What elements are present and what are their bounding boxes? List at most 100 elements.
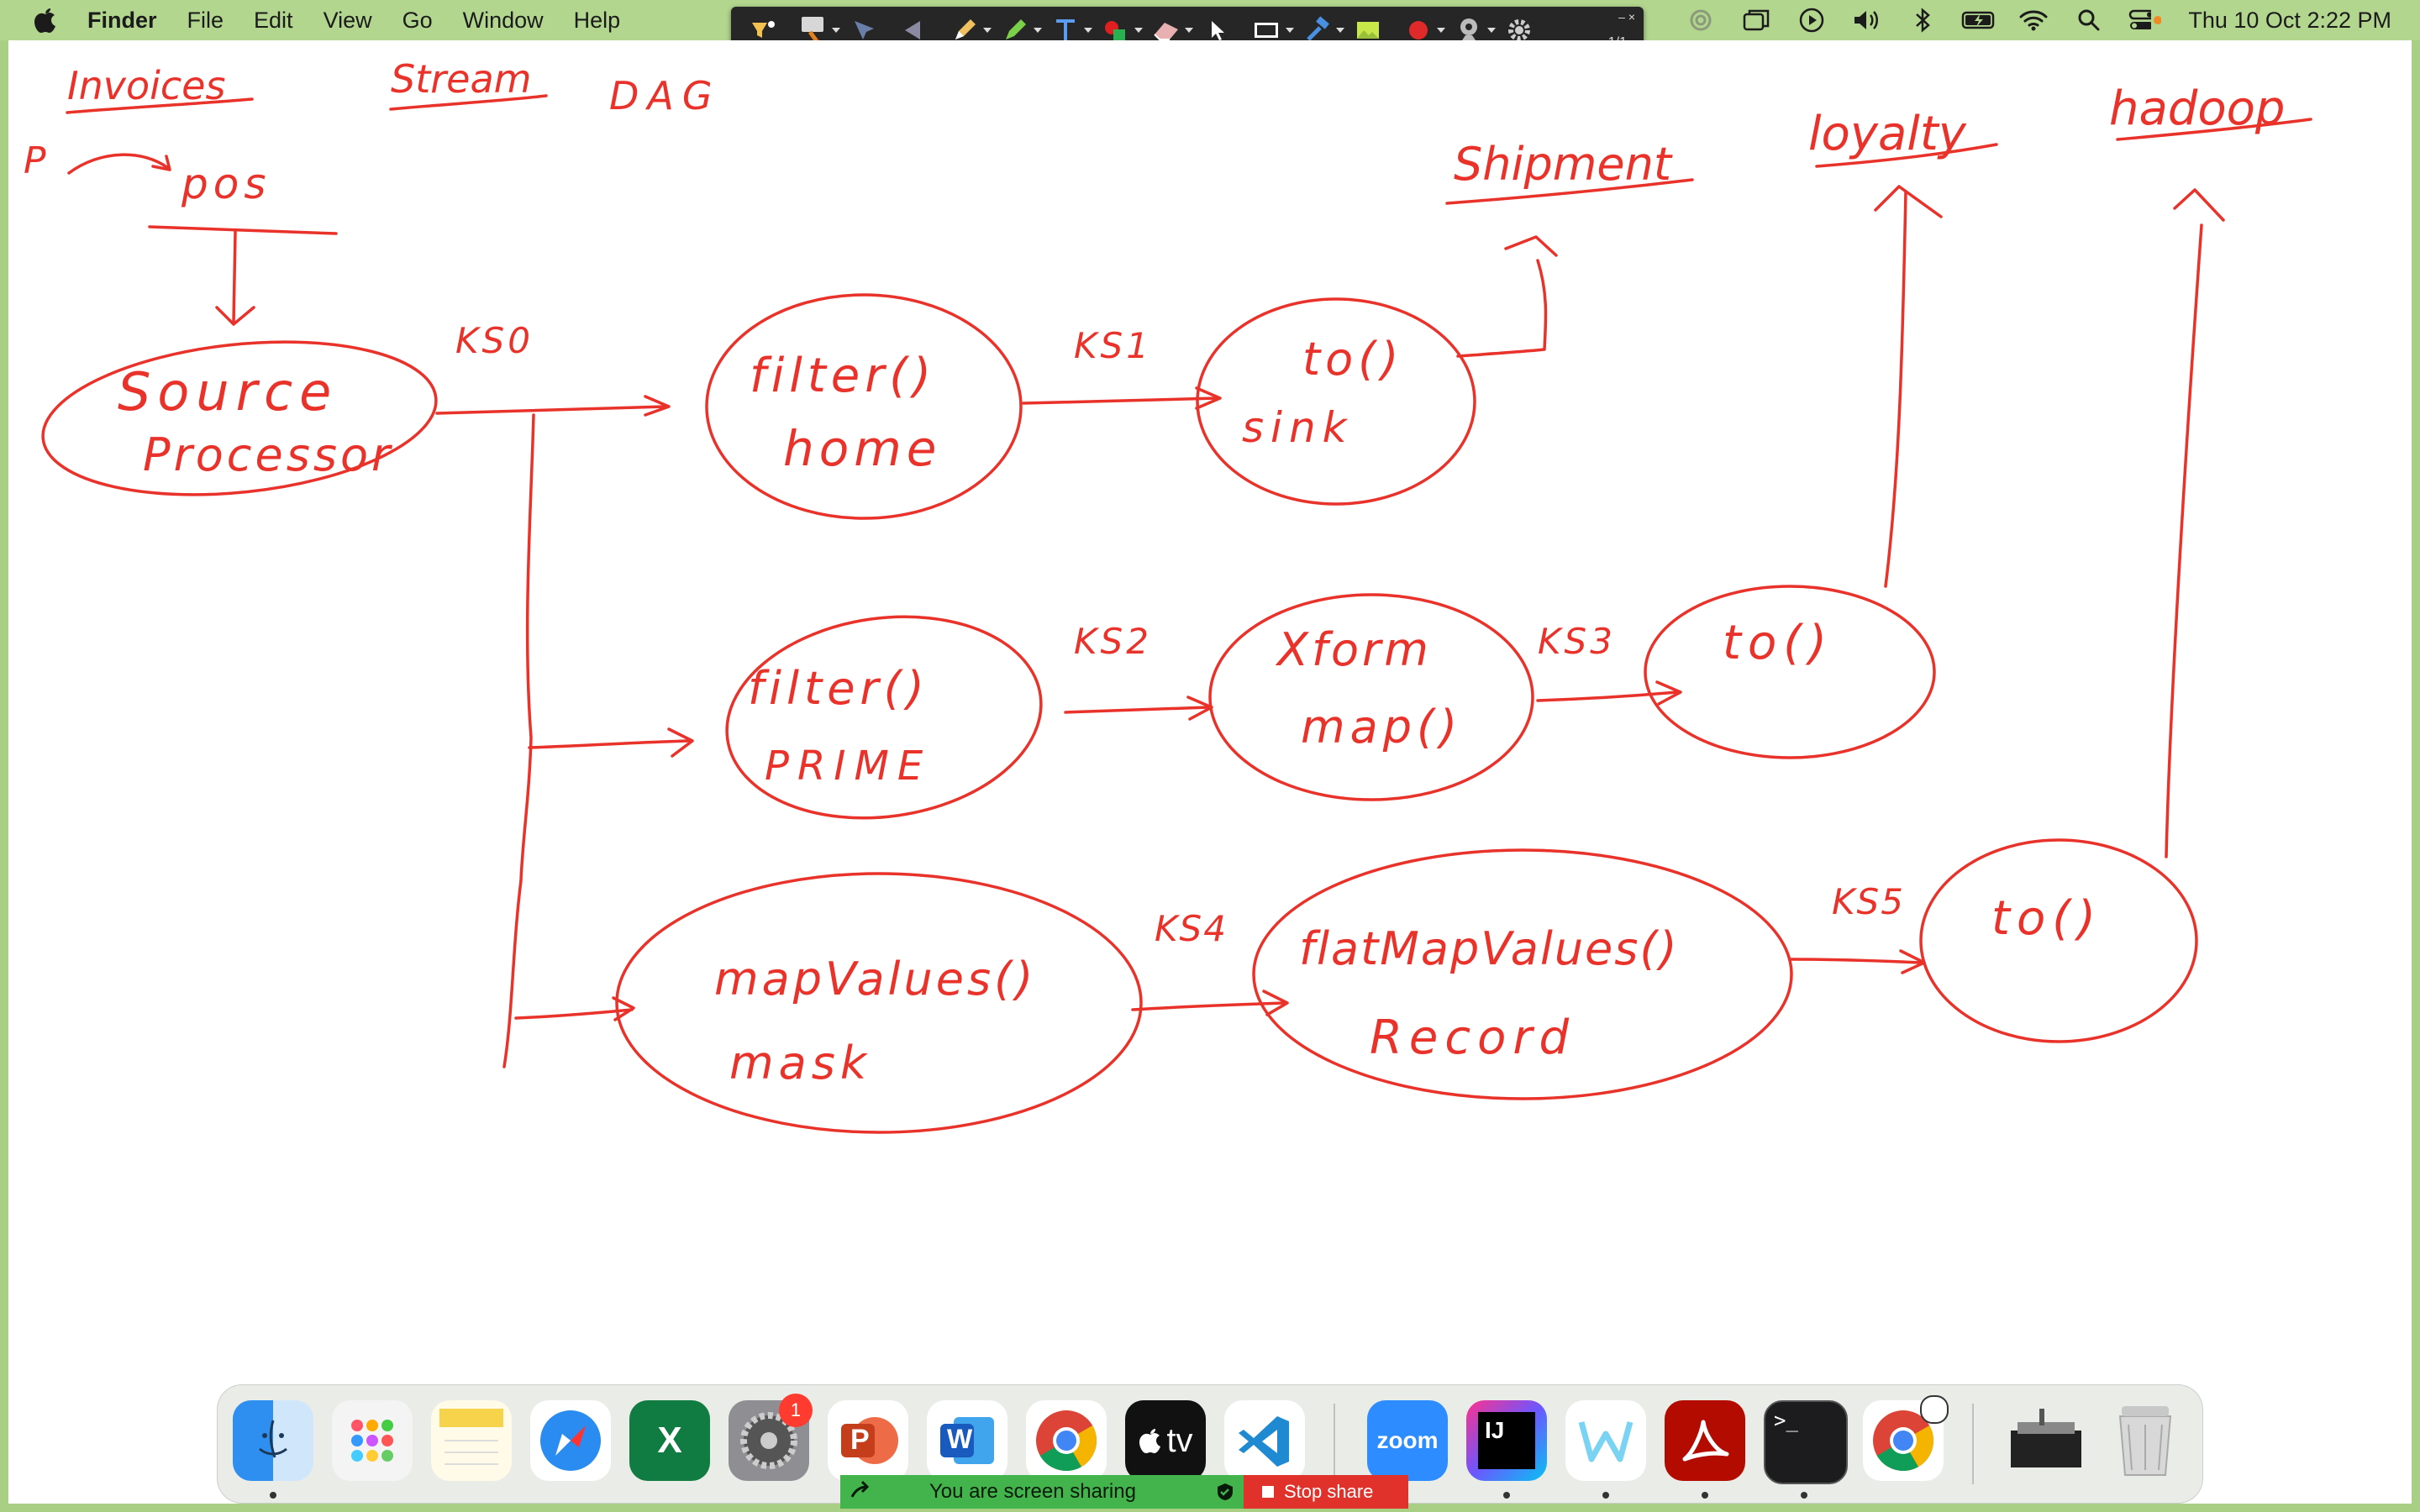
finder-app[interactable] <box>233 1400 313 1481</box>
menu-clock[interactable]: Thu 10 Oct 2:22 PM <box>2188 7 2391 33</box>
node-prime-line2: PRIME <box>765 743 931 790</box>
control-center-icon[interactable] <box>2128 3 2162 37</box>
spotlight-icon[interactable] <box>744 13 781 47</box>
label-ks4: KS4 <box>1155 908 1228 949</box>
window-icon[interactable] <box>1739 3 1773 37</box>
finder-running-dot <box>270 1492 276 1499</box>
system-settings-app[interactable] <box>729 1400 809 1481</box>
menu-go[interactable]: Go <box>402 8 433 33</box>
label-ks2: KS2 <box>1074 621 1152 662</box>
vscode-app[interactable] <box>1224 1400 1305 1481</box>
app-name-menu[interactable]: Finder <box>87 8 157 33</box>
whiteboard-canvas[interactable]: Invoices Stream DAG P pos Shipment loyal… <box>8 40 2412 1504</box>
notes-app[interactable] <box>431 1400 512 1481</box>
toolbar-window-controls[interactable]: – × <box>1618 10 1635 24</box>
webex-app[interactable] <box>1565 1400 1646 1481</box>
dock-separator <box>1334 1404 1335 1484</box>
pos-down-arrow <box>232 230 237 324</box>
node-sink-line2: sink <box>1242 403 1354 452</box>
hadoop-underline <box>2116 118 2312 141</box>
webcam-icon[interactable] <box>1450 13 1496 47</box>
p-arrowhead <box>151 155 171 171</box>
label-loyalty: loyalty <box>1808 107 1967 161</box>
node-prime-line1: filter() <box>748 662 929 715</box>
shipment-arrowhead <box>1504 235 1558 257</box>
label-ks5: KS5 <box>1832 881 1905 922</box>
chrome-app[interactable] <box>1026 1400 1107 1481</box>
ks5-arrowhead <box>1899 949 1926 974</box>
mapvalues-node <box>615 872 1143 1134</box>
ks3-arrowhead <box>1655 680 1682 706</box>
to-hadoop-node <box>1919 838 2198 1043</box>
label-shipment: Shipment <box>1454 138 1673 191</box>
play-icon[interactable] <box>1795 3 1828 37</box>
shipment-arrow <box>1456 259 1548 358</box>
select-icon[interactable] <box>1198 13 1235 47</box>
fill-icon[interactable] <box>1349 13 1386 47</box>
filter-prime-node <box>725 615 1043 820</box>
shapes-icon[interactable] <box>1097 13 1143 47</box>
search-icon[interactable] <box>2072 3 2106 37</box>
ks1-arrowhead <box>1195 386 1222 410</box>
wifi-icon[interactable] <box>2017 3 2050 37</box>
acrobat-app[interactable] <box>1665 1400 1745 1481</box>
pos-down-arrowhead <box>215 306 255 326</box>
highlighter-icon[interactable] <box>997 13 1042 47</box>
text-icon[interactable] <box>1047 13 1092 47</box>
webex-running-dot <box>1602 1492 1609 1499</box>
pointer-icon[interactable] <box>845 13 882 47</box>
zoom-app[interactable]: zoom <box>1367 1400 1448 1481</box>
word-app[interactable]: W <box>927 1400 1007 1481</box>
screen-share-message: You are screen sharing <box>929 1480 1136 1503</box>
node-loyalty-to: to() <box>1723 616 1833 670</box>
settings-icon[interactable] <box>1501 13 1538 47</box>
apple-tv-app[interactable]: tv <box>1125 1400 1206 1481</box>
bluetooth-icon[interactable] <box>1906 3 1939 37</box>
powerpoint-app[interactable]: P <box>828 1400 908 1481</box>
menu-edit[interactable]: Edit <box>254 8 293 33</box>
pos-underline <box>148 225 338 235</box>
ks2-arrow <box>1064 706 1210 714</box>
node-flatmap-line1: flatMapValues() <box>1299 922 1679 975</box>
airdrop-icon[interactable] <box>1684 3 1718 37</box>
menu-window[interactable]: Window <box>462 8 544 33</box>
trash-app[interactable] <box>2105 1400 2186 1481</box>
pen-icon[interactable] <box>946 13 992 47</box>
to-loyalty-node <box>1644 585 1936 759</box>
record-icon[interactable] <box>1400 13 1445 47</box>
excel-app[interactable]: X <box>629 1400 710 1481</box>
intellij-running-dot <box>1503 1492 1510 1499</box>
dock-separator-2 <box>1972 1404 1974 1484</box>
menu-help[interactable]: Help <box>573 8 621 33</box>
back-icon[interactable] <box>896 13 933 47</box>
rectangle-icon[interactable] <box>1249 13 1294 47</box>
menu-view[interactable]: View <box>323 8 372 33</box>
terminal-app[interactable]: >_ <box>1764 1400 1848 1484</box>
hammer-icon[interactable] <box>1299 13 1344 47</box>
menu-file[interactable]: File <box>187 8 224 33</box>
label-stream: Stream <box>391 56 531 102</box>
node-filterhome-line2: home <box>783 420 941 477</box>
label-pos: pos <box>181 160 271 208</box>
battery-icon[interactable] <box>1961 3 1995 37</box>
safari-app[interactable] <box>530 1400 611 1481</box>
branch-arrow-prime <box>528 739 691 749</box>
eraser-icon[interactable] <box>1148 13 1193 47</box>
loyalty-arrow <box>1884 190 1907 588</box>
ks4-arrow <box>1131 1001 1286 1011</box>
ks2-arrowhead <box>1186 696 1213 721</box>
volume-icon[interactable] <box>1850 3 1884 37</box>
flatmap-node <box>1252 848 1793 1100</box>
intellij-app[interactable]: IJ <box>1466 1400 1547 1481</box>
node-mapvalues-line2: mask <box>729 1037 871 1089</box>
stop-share-button[interactable]: Stop share <box>1244 1475 1408 1509</box>
node-xform-line2: map() <box>1301 701 1462 753</box>
apple-menu-icon[interactable] <box>25 0 66 40</box>
source-processor-node <box>41 340 438 496</box>
ks5-arrow <box>1790 958 1923 964</box>
downloads-stack[interactable] <box>2006 1400 2086 1481</box>
chrome-canary-app[interactable] <box>1863 1395 1949 1481</box>
ks0-arrow <box>435 405 667 415</box>
launchpad-app[interactable] <box>332 1400 413 1481</box>
ks0-arrowhead <box>644 395 671 417</box>
